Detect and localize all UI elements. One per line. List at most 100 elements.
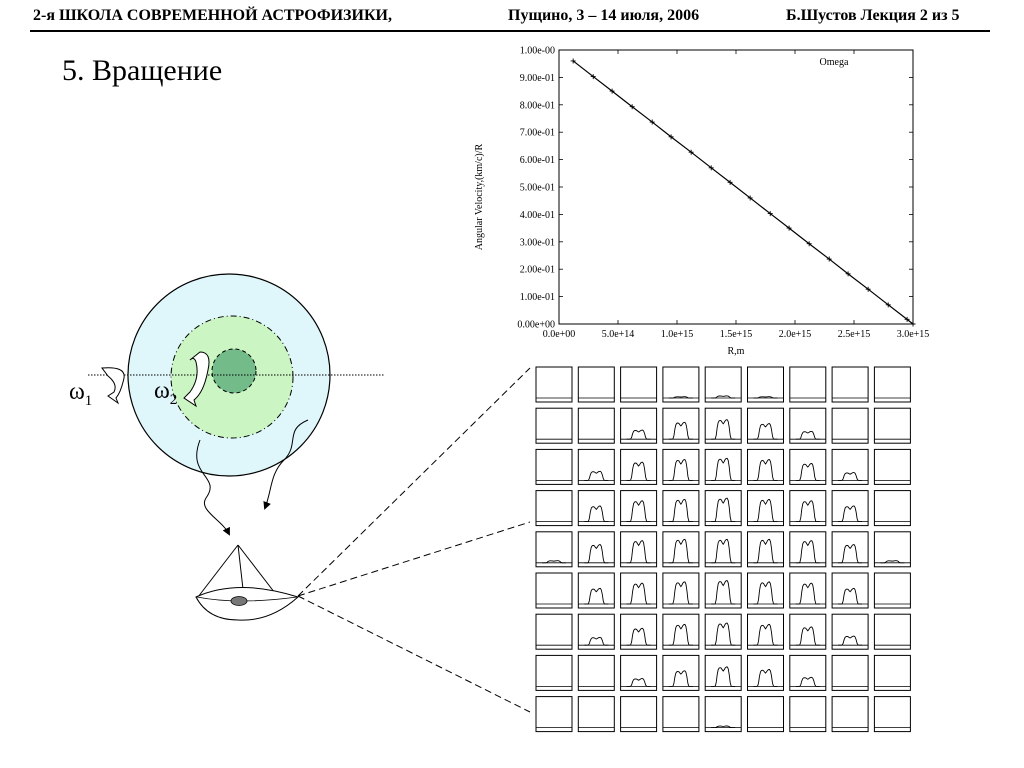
spectrum-cell <box>620 366 658 403</box>
spectrum-frame <box>747 366 784 403</box>
slide-title: 5. Вращение <box>62 54 223 87</box>
spectrum-frame <box>577 613 615 650</box>
spectrum-cell <box>789 572 827 609</box>
spectrum-cell <box>535 572 573 609</box>
spectrum-cell <box>662 531 700 568</box>
spectrum-cell <box>662 490 700 527</box>
spectrum-cell <box>535 654 573 691</box>
spectrum-cell <box>747 366 784 403</box>
spectrum-frame <box>535 407 573 444</box>
spectrum-frame <box>704 407 742 444</box>
spectrum-frame <box>577 490 615 527</box>
spectrum-frame <box>662 613 700 650</box>
spectrum-frame <box>747 613 784 650</box>
spectrum-frame <box>535 654 573 691</box>
spectrum-profile <box>626 627 651 646</box>
spectrum-cell <box>620 531 658 568</box>
spectrum-cell <box>789 654 827 691</box>
spectrum-profile <box>753 538 778 564</box>
omega-2-symbol: ω <box>154 378 170 404</box>
spectrum-profile <box>711 497 736 523</box>
spectrum-cell <box>747 696 784 733</box>
omega-1-label: ω1 <box>69 379 92 410</box>
spectrum-frame <box>620 696 658 733</box>
spectrum-cell <box>704 366 742 403</box>
spectrum-frame <box>789 490 827 527</box>
spectrum-profile <box>753 499 778 523</box>
rotation-arrow-outer-icon <box>101 367 125 405</box>
y-tick-label: 1.00e-00 <box>520 46 555 57</box>
spectrum-profile <box>668 396 693 399</box>
spectrum-frame <box>873 613 911 650</box>
data-point <box>826 256 832 262</box>
spectrum-frame <box>577 572 615 609</box>
x-tick-label: 0.0e+00 <box>543 329 576 340</box>
spectrum-frame <box>620 366 658 403</box>
spectrum-cell <box>747 613 784 650</box>
header-school: 2-я ШКОЛА СОВРЕМЕННОЙ АСТРОФИЗИКИ, <box>33 7 392 24</box>
y-tick-label: 1.00e-01 <box>520 292 555 303</box>
spectrum-cell <box>747 572 784 609</box>
data-point <box>910 321 916 327</box>
spectrum-profile <box>711 725 736 729</box>
spectrum-frame <box>789 407 827 444</box>
rotation-arrow-inner-icon <box>183 351 210 408</box>
data-point <box>708 165 714 171</box>
spectrum-cell <box>704 490 742 527</box>
line-profile-grid <box>535 366 911 733</box>
spectrum-cell <box>535 448 573 485</box>
spectrum-frame <box>831 407 869 444</box>
spectrum-cell <box>873 572 911 609</box>
omega-2-subscript: 2 <box>169 391 178 408</box>
data-point <box>629 104 635 110</box>
spectrum-frame <box>662 572 700 609</box>
spectrum-profile <box>626 678 651 687</box>
header-lecturer: Б.Шустов Лекция 2 из 5 <box>786 7 960 24</box>
spectrum-profile <box>711 419 736 440</box>
spectrum-profile <box>753 459 778 481</box>
spectrum-cell <box>535 613 573 650</box>
spectrum-cell <box>831 448 869 485</box>
spectrum-cell <box>831 490 869 527</box>
rotating-star-diagram <box>88 273 384 536</box>
spectrum-frame <box>704 696 742 733</box>
spectrum-frame <box>704 572 742 609</box>
y-tick-label: 3.00e-01 <box>520 237 555 248</box>
spectrum-profile <box>795 676 820 687</box>
spectrum-cell <box>704 407 742 444</box>
data-point <box>904 316 910 322</box>
spectrum-profile <box>838 635 863 646</box>
spectrum-cell <box>577 572 615 609</box>
spectrum-profile <box>838 505 863 523</box>
spectrum-profile <box>753 623 778 646</box>
spectrum-frame <box>662 531 700 568</box>
spectrum-cell <box>620 572 658 609</box>
spectrum-frame <box>535 366 573 403</box>
spectrum-cell <box>535 531 573 568</box>
spectrum-profile <box>668 459 693 481</box>
spectrum-frame <box>704 531 742 568</box>
spectrum-frame <box>747 572 784 609</box>
spectrum-cell <box>704 572 742 609</box>
spectrum-frame <box>747 448 784 485</box>
spectrum-profile <box>668 670 693 687</box>
spectrum-frame <box>873 654 911 691</box>
spectrum-profile <box>838 544 863 564</box>
spectrum-cell <box>789 448 827 485</box>
x-tick-label: 2.5e+15 <box>838 329 871 340</box>
y-tick-label: 4.00e-01 <box>520 210 555 221</box>
spectrum-profile <box>711 580 736 605</box>
spectrum-profile <box>626 582 651 605</box>
spectrum-frame <box>577 531 615 568</box>
spectrum-frame <box>831 696 869 733</box>
omega-2-label: ω2 <box>154 378 177 409</box>
spectrum-frame <box>789 531 827 568</box>
spectrum-frame <box>662 490 700 527</box>
spectrum-cell <box>747 531 784 568</box>
spectrum-cell <box>620 696 658 733</box>
spectrum-frame <box>873 448 911 485</box>
spectrum-frame <box>535 490 573 527</box>
spectrum-profile <box>668 581 693 605</box>
spectrum-cell <box>620 407 658 444</box>
spectrum-frame <box>873 407 911 444</box>
